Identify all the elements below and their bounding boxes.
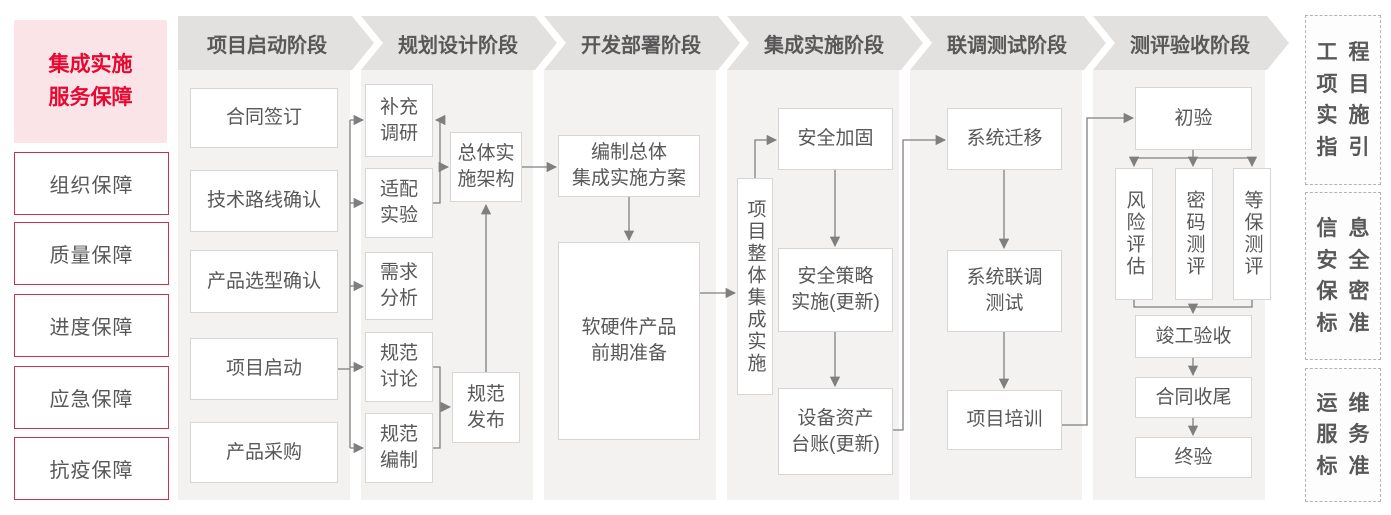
- node-adaptation-experiment: 适配 实验: [365, 168, 433, 238]
- node-system-migration: 系统迁移: [947, 108, 1062, 170]
- node-product-selection-confirm: 产品选型确认: [190, 250, 338, 313]
- legend-title: 集成实施 服务保障: [14, 20, 167, 143]
- node-product-procurement: 产品采购: [190, 422, 338, 483]
- node-supplementary-research: 补充 调研: [365, 84, 433, 157]
- reference-row: 指引: [1316, 135, 1381, 159]
- node-classified-protection-evaluation: 等保测评: [1233, 168, 1271, 300]
- reference-engineering-guide: 工程 项目 实施 指引: [1305, 15, 1381, 185]
- legend-item-progress: 进度保障: [14, 294, 169, 357]
- reference-row: 项目: [1316, 72, 1381, 96]
- reference-row: 信息: [1316, 217, 1381, 240]
- node-security-policy-implementation: 安全策略 实施(更新): [778, 248, 893, 332]
- phase-header-2: 规划设计阶段: [361, 16, 557, 70]
- node-completion-acceptance: 竣工验收: [1135, 315, 1252, 358]
- reference-row: 实施: [1316, 104, 1381, 127]
- node-security-hardening: 安全加固: [778, 108, 893, 170]
- node-contract-signing: 合同签订: [190, 88, 338, 148]
- node-initial-acceptance: 初验: [1135, 87, 1252, 150]
- phase-header-1: 项目启动阶段: [178, 16, 374, 70]
- node-system-joint-testing: 系统联调 测试: [947, 250, 1062, 332]
- reference-row: 工程: [1316, 41, 1381, 64]
- legend-item-emergency: 应急保障: [14, 366, 169, 429]
- node-overall-implementation-architecture: 总体实 施架构: [450, 132, 522, 202]
- node-overall-project-integration: 项目整体集成实施: [737, 178, 773, 395]
- phase-header-3: 开发部署阶段: [544, 16, 740, 70]
- node-project-kickoff: 项目启动: [190, 338, 338, 400]
- phase-header-4: 集成实施阶段: [727, 16, 923, 70]
- node-requirement-analysis: 需求 分析: [365, 252, 433, 320]
- node-asset-ledger-update: 设备资产 台账(更新): [778, 388, 893, 475]
- reference-row: 保密: [1316, 280, 1381, 303]
- node-hw-sw-preparation: 软硬件产品 前期准备: [558, 242, 700, 440]
- legend-item-epidemic: 抗疫保障: [14, 437, 169, 500]
- node-final-acceptance: 终验: [1135, 437, 1252, 478]
- node-spec-drafting: 规范 编制: [365, 413, 433, 483]
- legend-item-quality: 质量保障: [14, 222, 169, 285]
- node-crypto-evaluation: 密码测评: [1175, 168, 1213, 300]
- reference-ops-service-standard: 运维 服务 标准: [1305, 368, 1381, 502]
- node-risk-assessment: 风险评估: [1115, 168, 1153, 300]
- phase-header-5: 联调测试阶段: [910, 16, 1106, 70]
- reference-infosec-standard: 信息 安全 保密 标准: [1305, 192, 1381, 360]
- node-spec-release: 规范 发布: [452, 372, 520, 443]
- reference-row: 标准: [1316, 454, 1381, 478]
- reference-row: 标准: [1316, 311, 1381, 335]
- legend-item-organization: 组织保障: [14, 152, 169, 215]
- node-overall-integration-plan: 编制总体 集成实施方案: [558, 135, 700, 197]
- node-contract-closeout: 合同收尾: [1135, 377, 1252, 418]
- reference-row: 安全: [1316, 248, 1381, 272]
- reference-row: 运维: [1316, 391, 1381, 415]
- phase-header-6: 测评验收阶段: [1093, 16, 1289, 70]
- reference-row: 服务: [1316, 423, 1381, 447]
- node-project-training: 项目培训: [947, 390, 1062, 450]
- node-spec-discussion: 规范 讨论: [365, 332, 433, 402]
- node-tech-route-confirm: 技术路线确认: [190, 170, 338, 232]
